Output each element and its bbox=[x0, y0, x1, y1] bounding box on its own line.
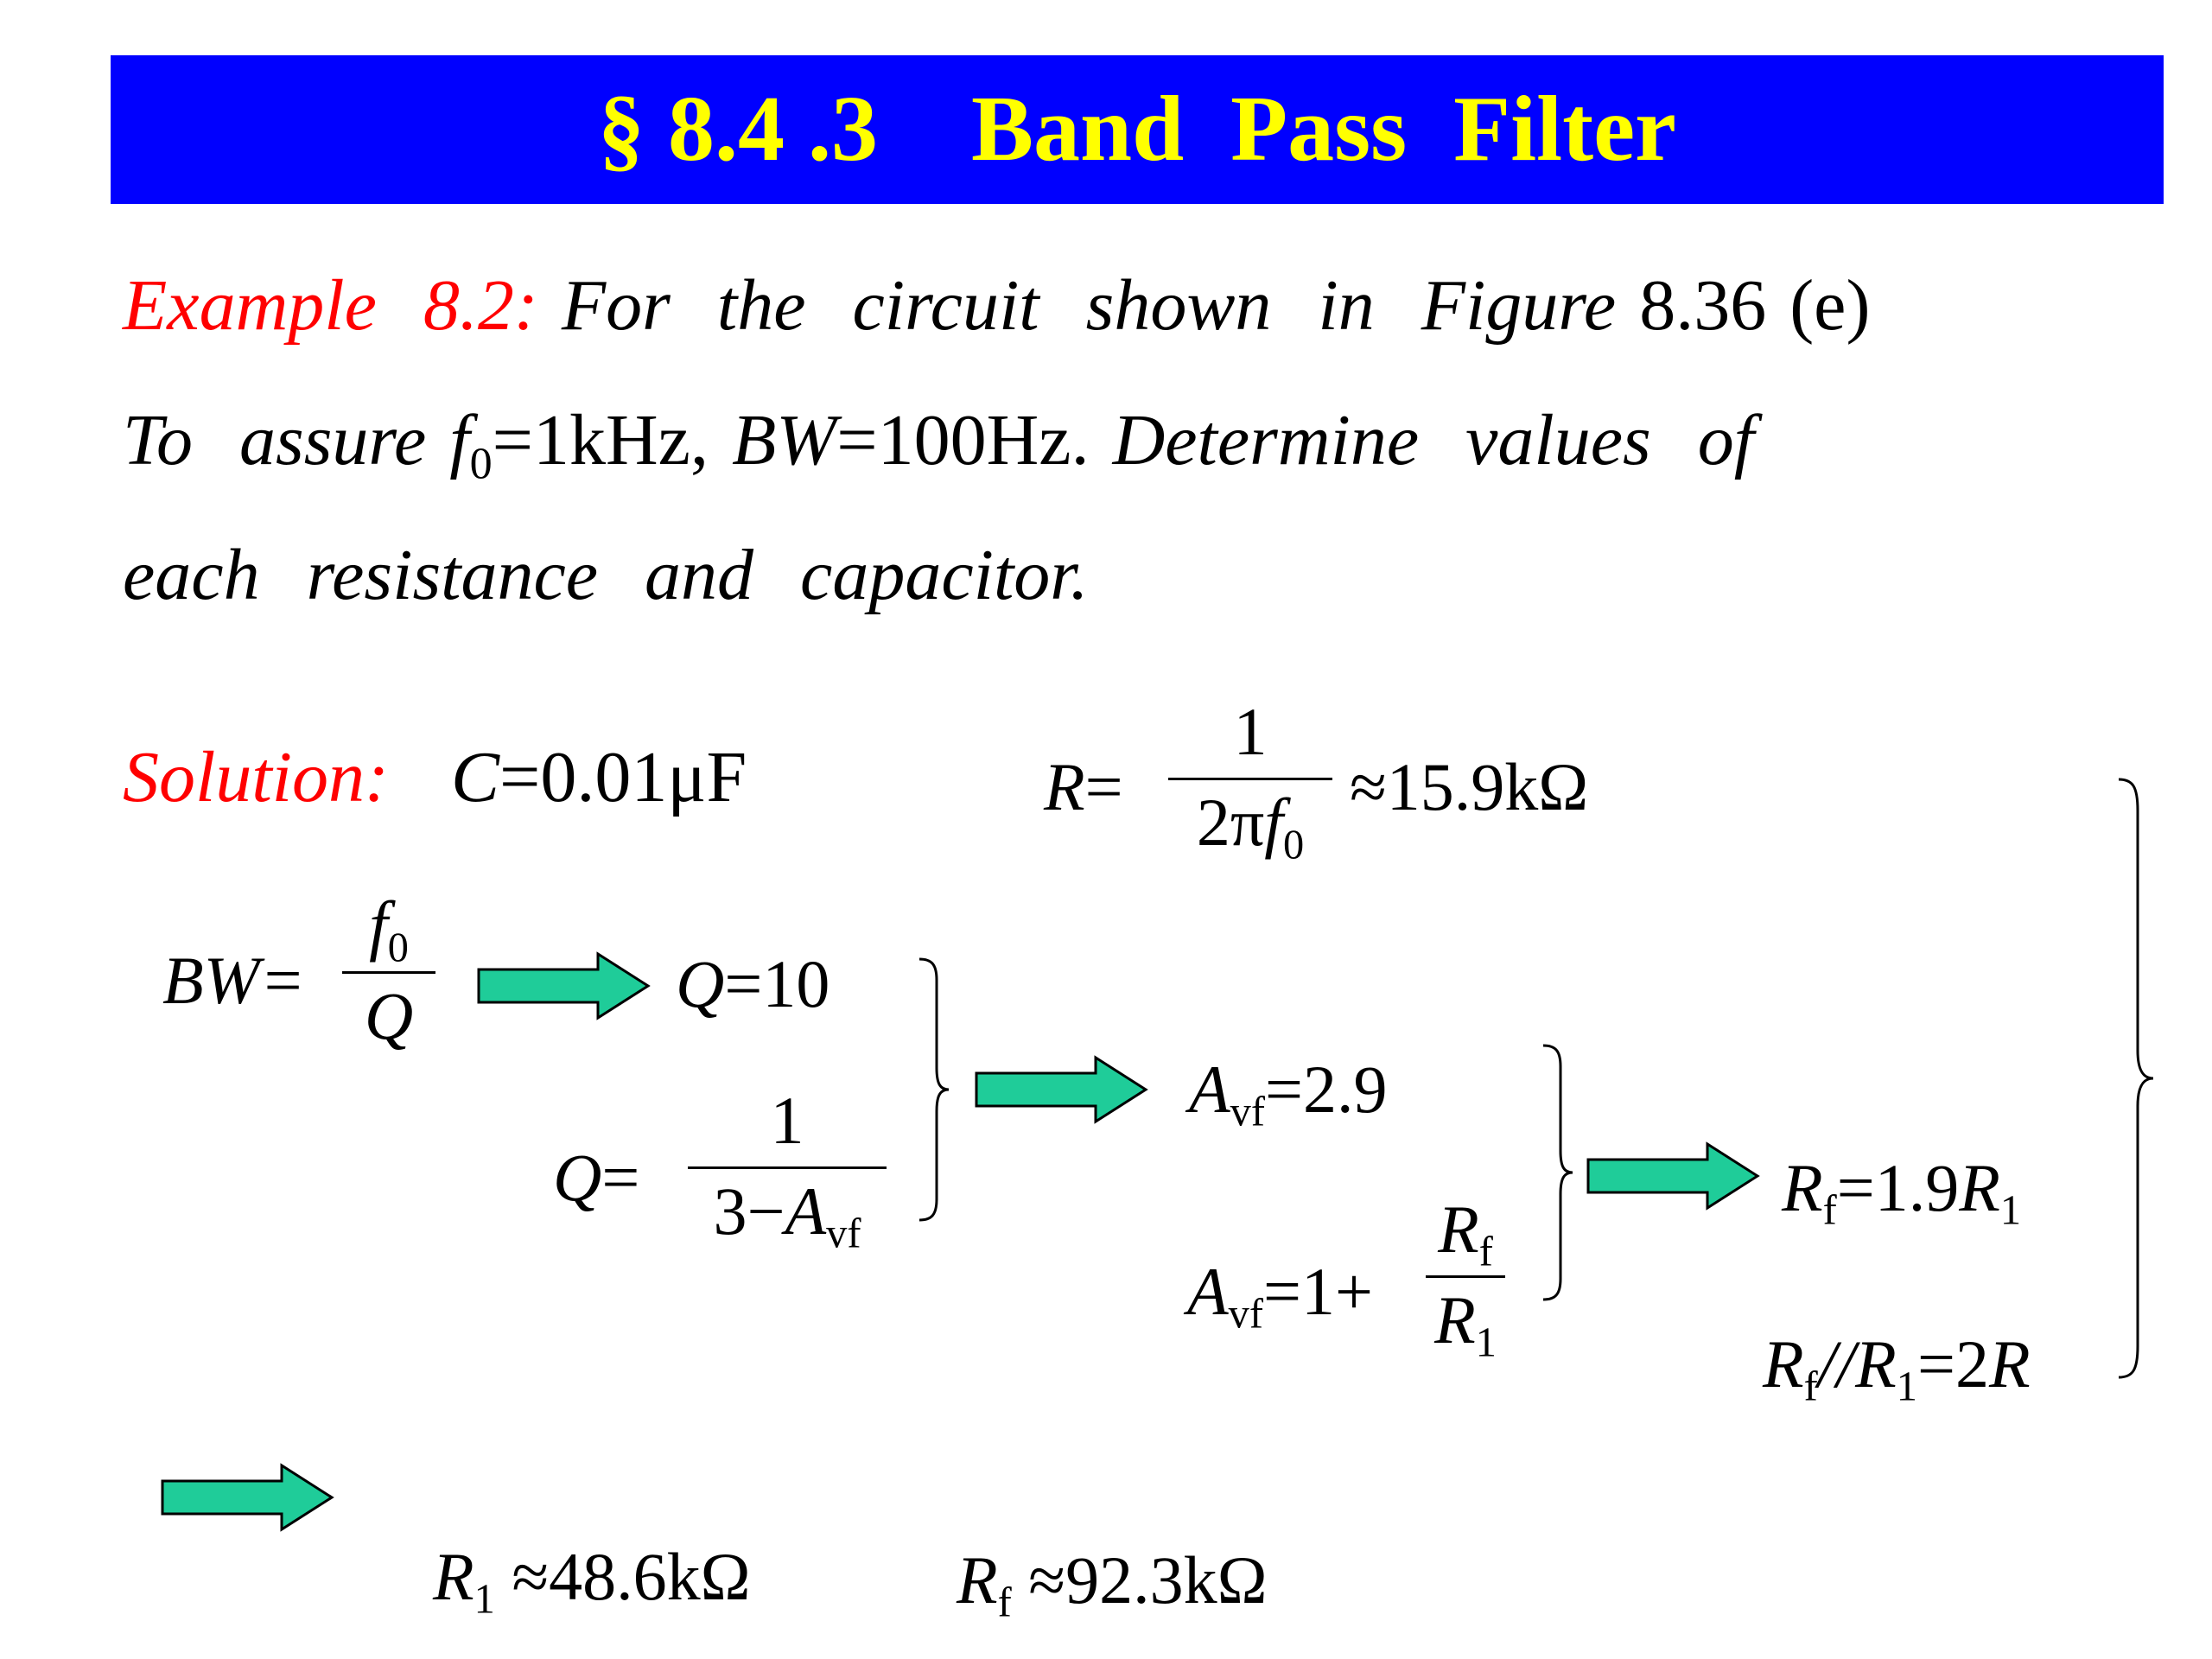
problem-line-2: To assure f0=1kHz, BW=100Hz. Determine v… bbox=[123, 404, 1754, 487]
arrow-icon bbox=[161, 1463, 334, 1532]
right-brace-icon bbox=[918, 957, 950, 1222]
r-eq-result: ≈15.9kΩ bbox=[1350, 749, 1589, 824]
q-value: Q=10 bbox=[676, 946, 830, 1021]
r-eq-num: 1 bbox=[1233, 694, 1268, 769]
r1-result: R1 ≈48.6kΩ bbox=[433, 1539, 751, 1623]
bw-eq-fraction: f0 Q bbox=[342, 892, 435, 1050]
slide-title: § 8.4 .3 Band Pass Filter bbox=[597, 78, 1676, 181]
bw-eq-den: Q bbox=[364, 978, 414, 1053]
solution-line: Solution: C=0.01μF bbox=[123, 741, 747, 814]
solution-label: Solution: bbox=[123, 737, 389, 817]
fraction-bar bbox=[688, 1166, 887, 1169]
title-bar: § 8.4 .3 Band Pass Filter bbox=[111, 55, 2164, 204]
f0-sub: 0 bbox=[469, 439, 493, 489]
bw-eq-lhs: BW= bbox=[162, 943, 306, 1018]
fraction-bar bbox=[1168, 778, 1332, 780]
q-eq-num: 1 bbox=[770, 1083, 804, 1158]
fraction-bar bbox=[1426, 1275, 1505, 1278]
q-eq-lhs: Q= bbox=[553, 1140, 640, 1215]
r-eq-fraction: 1 2πf0 bbox=[1168, 694, 1332, 868]
q-eq-fraction: 1 3−Avf bbox=[688, 1083, 887, 1257]
fraction-bar bbox=[342, 971, 435, 974]
rf-result: Rf ≈92.3kΩ bbox=[957, 1542, 1268, 1626]
q-eq-den: 3−Avf bbox=[713, 1173, 861, 1257]
f0-value: =1kHz, bbox=[492, 400, 709, 480]
bw-eq-num: f0 bbox=[369, 887, 409, 971]
r-eq-den: 2πf0 bbox=[1196, 785, 1305, 868]
rf-relation: Rf=1.9R1 bbox=[1782, 1150, 2022, 1234]
bw-var: BW bbox=[731, 400, 837, 480]
arrow-icon bbox=[975, 1055, 1148, 1124]
problem-text-2a: To assure bbox=[123, 400, 427, 480]
avf-eq-fraction: Rf R1 bbox=[1426, 1192, 1505, 1366]
arrow-icon bbox=[1586, 1141, 1760, 1211]
avf-eq-num: Rf bbox=[1438, 1192, 1493, 1275]
bw-value: =100Hz. bbox=[836, 400, 1090, 480]
avf-eq-den: R1 bbox=[1434, 1282, 1497, 1366]
avf-eq-lhs: Avf=1+ bbox=[1187, 1254, 1373, 1338]
example-label: Example 8.2: bbox=[123, 265, 538, 346]
right-brace-icon bbox=[2118, 778, 2154, 1379]
problem-text-2d: Determine values of bbox=[1112, 400, 1755, 480]
f0-var: f bbox=[449, 400, 470, 480]
problem-text-1: For the circuit shown in Figure bbox=[561, 265, 1617, 346]
right-brace-icon bbox=[1542, 1044, 1573, 1301]
c-var: C bbox=[451, 737, 500, 817]
figure-ref: 8.36 (e) bbox=[1639, 265, 1871, 346]
parallel-relation: Rf//R1=2R bbox=[1763, 1326, 2031, 1410]
problem-line-1: Example 8.2: For the circuit shown in Fi… bbox=[123, 270, 1870, 342]
arrow-icon bbox=[477, 951, 651, 1020]
r-eq-lhs: R= bbox=[1044, 749, 1123, 824]
problem-line-3: each resistance and capacitor. bbox=[123, 535, 1089, 615]
avf-value: Avf=2.9 bbox=[1189, 1052, 1388, 1135]
c-value: =0.01μF bbox=[499, 737, 747, 817]
